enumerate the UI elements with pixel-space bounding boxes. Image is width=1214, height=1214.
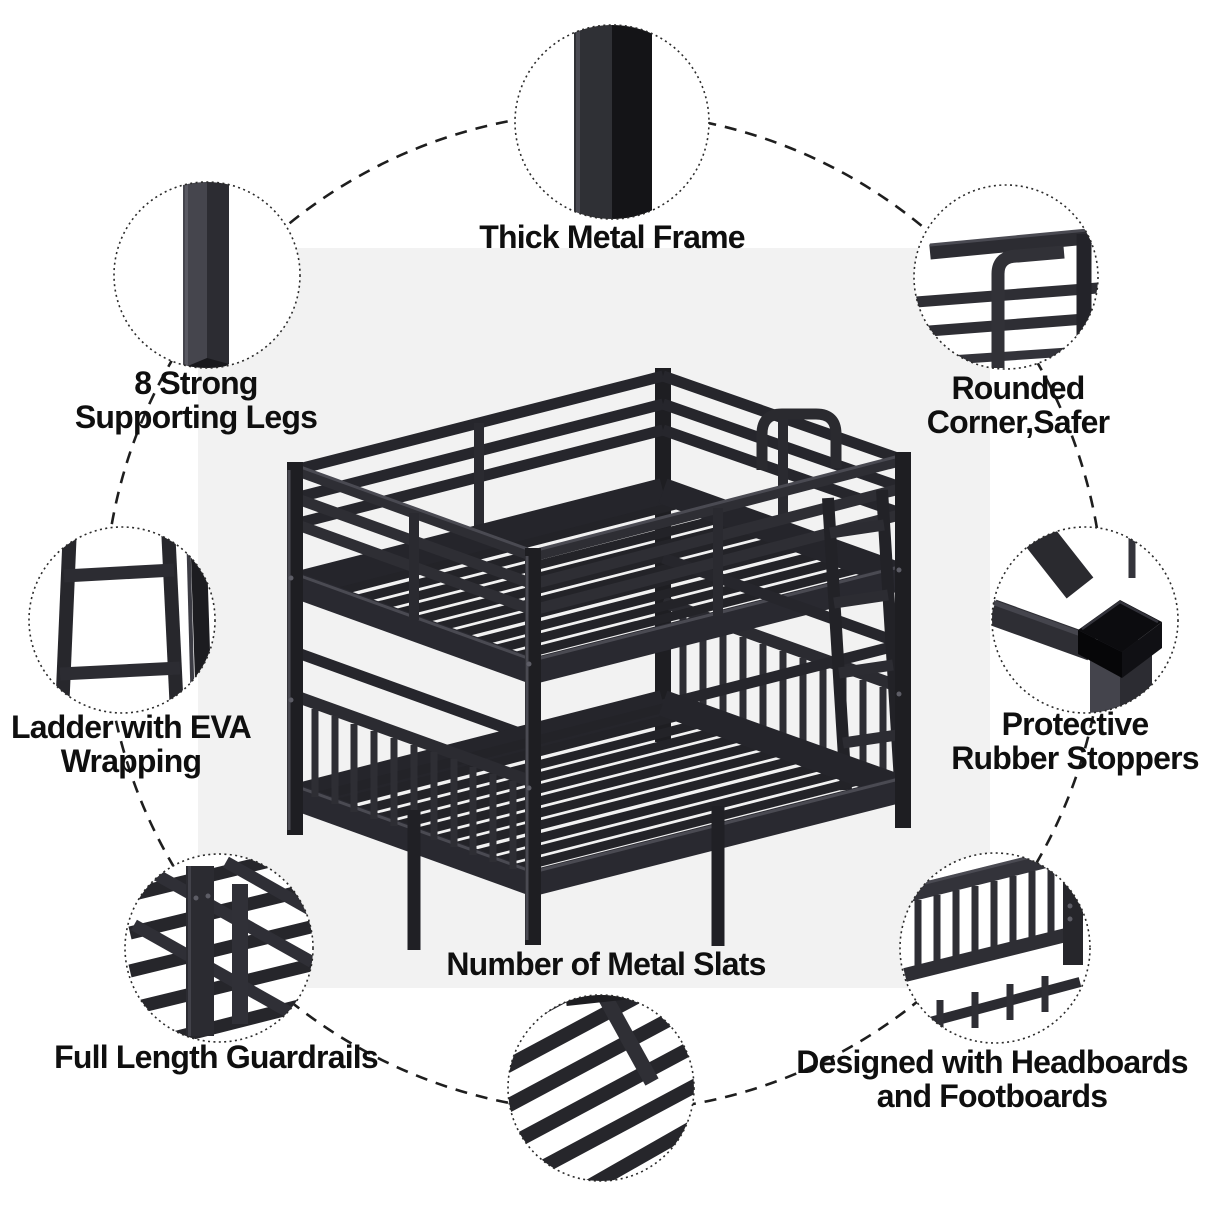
- callout-rounded-corner: [913, 184, 1099, 370]
- upper-guardrail-front: [293, 408, 905, 620]
- feature-text: 8 Strong: [134, 365, 258, 401]
- feature-label-rounded-corner: Rounded Corner,Safer: [926, 370, 1110, 440]
- ladder: [822, 489, 906, 791]
- feature-text: Rubber Stoppers: [951, 739, 1199, 776]
- bed-posts: [287, 452, 911, 950]
- feature-text: Ladder with EVA: [11, 709, 252, 745]
- callout-supporting-legs: [113, 181, 301, 369]
- feature-text: Wrapping: [60, 742, 202, 779]
- lower-footboard-panel: [292, 690, 536, 869]
- grab-handle: [756, 408, 842, 470]
- feature-text: Protective: [1001, 706, 1150, 742]
- callout-rubber-stoppers: [991, 526, 1179, 714]
- feature-text: Designed with Headboards: [796, 1044, 1188, 1080]
- callout-thick-metal-frame: [514, 24, 710, 220]
- feature-label-metal-slats: Number of Metal Slats: [446, 946, 766, 982]
- feature-text: Supporting Legs: [74, 398, 318, 435]
- feature-text: Corner,Safer: [926, 403, 1110, 440]
- feature-label-rubber-stoppers: Protective Rubber Stoppers: [951, 706, 1199, 776]
- callout-headboards-footboards: [899, 852, 1091, 1044]
- metal-post-icon: [574, 25, 652, 219]
- feature-text: and Footboards: [876, 1077, 1108, 1114]
- feature-label-thick-metal-frame: Thick Metal Frame: [479, 219, 745, 255]
- feature-text: Full Length Guardrails: [54, 1039, 379, 1075]
- feature-label-supporting-legs: 8 Strong Supporting Legs: [74, 365, 318, 435]
- ladder-rungs-icon: [55, 527, 212, 713]
- feature-label-full-guardrails: Full Length Guardrails: [54, 1039, 379, 1075]
- feature-text: Rounded: [951, 370, 1085, 406]
- bunk-bed: [287, 368, 911, 950]
- feature-label-headboards-footboards: Designed with Headboards and Footboards: [796, 1044, 1188, 1114]
- bed-leg-icon: [183, 182, 229, 368]
- callout-full-guardrails: [124, 853, 314, 1043]
- feature-text: Thick Metal Frame: [479, 219, 745, 255]
- feature-text: Number of Metal Slats: [446, 946, 766, 982]
- guardrail-lattice-icon: [128, 854, 313, 1042]
- callout-ladder-eva: [28, 526, 216, 714]
- feature-label-ladder-eva: Ladder with EVA Wrapping: [11, 709, 252, 779]
